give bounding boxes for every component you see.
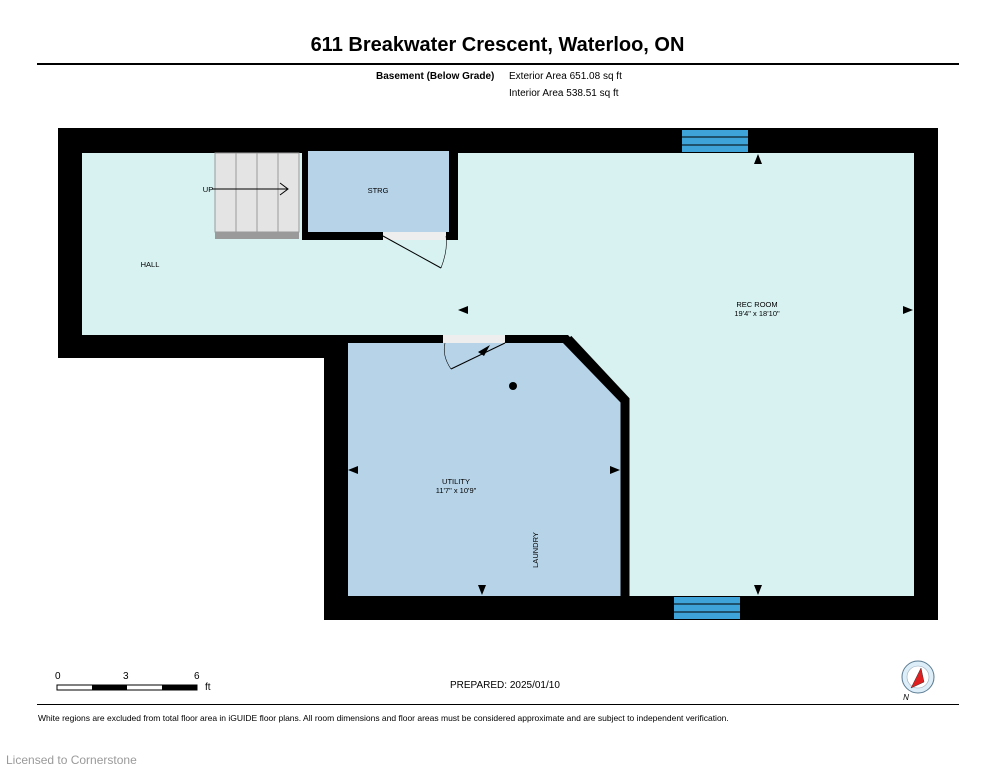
storage-door: [382, 232, 447, 269]
compass-north-label: N: [903, 693, 909, 702]
disclaimer-text: White regions are excluded from total fl…: [38, 713, 729, 723]
title-divider: [37, 63, 959, 65]
license-watermark: Licensed to Cornerstone: [6, 753, 137, 767]
footer-divider: [37, 704, 959, 705]
rec-room-dimensions: 19'4" x 18'10": [734, 309, 780, 318]
hall-label: HALL: [141, 260, 160, 269]
utility-diagonal-wall: [564, 335, 630, 600]
stairs-up-label: UP: [203, 185, 213, 194]
stairs: [212, 152, 300, 239]
scale-unit: ft: [205, 682, 211, 693]
compass-icon: [901, 660, 935, 694]
utility-label: UTILITY: [442, 477, 470, 486]
scale-bar: [56, 684, 198, 691]
rec-room-hall-area: [82, 153, 914, 596]
storage-room-fill: [308, 151, 449, 232]
dimension-arrows: [348, 154, 913, 595]
floor-drain-icon: [509, 382, 517, 390]
interior-area: Interior Area 538.51 sq ft: [509, 88, 619, 99]
utility-dimensions: 11'7" x 10'9": [436, 486, 477, 495]
storage-label: STRG: [368, 186, 389, 195]
utility-room-area: [348, 343, 621, 596]
exterior-area: Exterior Area 651.08 sq ft: [509, 71, 622, 82]
plan-title: 611 Breakwater Crescent, Waterloo, ON: [310, 34, 685, 56]
scale-tick-6: 6: [194, 671, 200, 682]
scale-tick-3: 3: [123, 671, 129, 682]
rec-room-label: REC ROOM: [736, 300, 777, 309]
scale-tick-0: 0: [55, 671, 61, 682]
laundry-label: LAUNDRY: [531, 532, 540, 568]
prepared-date: PREPARED: 2025/01/10: [450, 680, 560, 691]
floor-label: Basement (Below Grade): [376, 71, 495, 82]
top-window: [682, 130, 748, 152]
bottom-window: [674, 597, 740, 619]
utility-door: [443, 335, 506, 370]
